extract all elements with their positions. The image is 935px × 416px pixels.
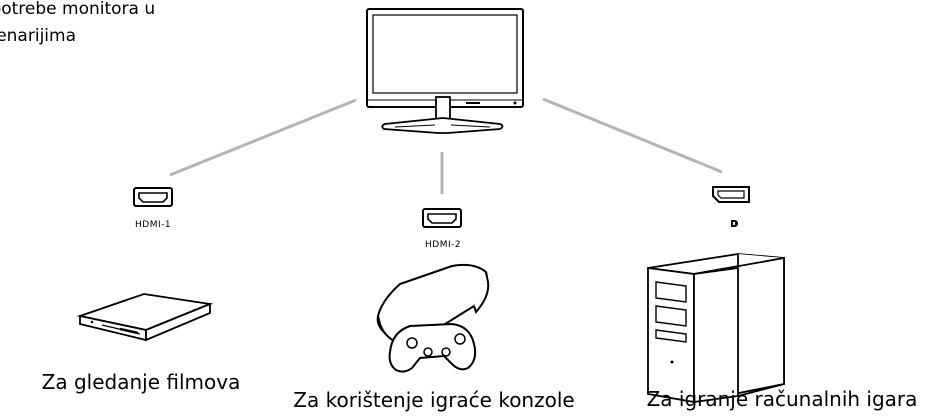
page-title: Upotrebe monitora u scenarijima (0, 0, 155, 50)
port-label-hdmi2: HDMI-2 (425, 240, 462, 250)
caption-movies: Za gledanje filmova (41, 370, 241, 394)
hdmi-port-icon (133, 187, 173, 207)
desktop-pc-icon (647, 253, 785, 404)
caption-pc: Za igranje računalnih igara (646, 387, 918, 411)
line-to-hdmi1 (169, 98, 357, 177)
title-line-1: Upotrebe monitora u (0, 0, 156, 19)
hdmi-port-icon (422, 208, 462, 228)
connection-lines (169, 97, 723, 194)
caption-console: Za korištenje igraće konzole (293, 388, 575, 412)
blu-ray-player-icon (76, 293, 214, 342)
title-line-2: scenarijima (0, 26, 76, 46)
line-to-displayport (542, 97, 723, 174)
port-label-hdmi1: HDMI-1 (135, 220, 172, 230)
monitor-icon (366, 8, 524, 134)
game-console-icon (376, 263, 490, 373)
displayport-icon (712, 186, 750, 203)
displayport-symbol-icon (731, 220, 738, 227)
